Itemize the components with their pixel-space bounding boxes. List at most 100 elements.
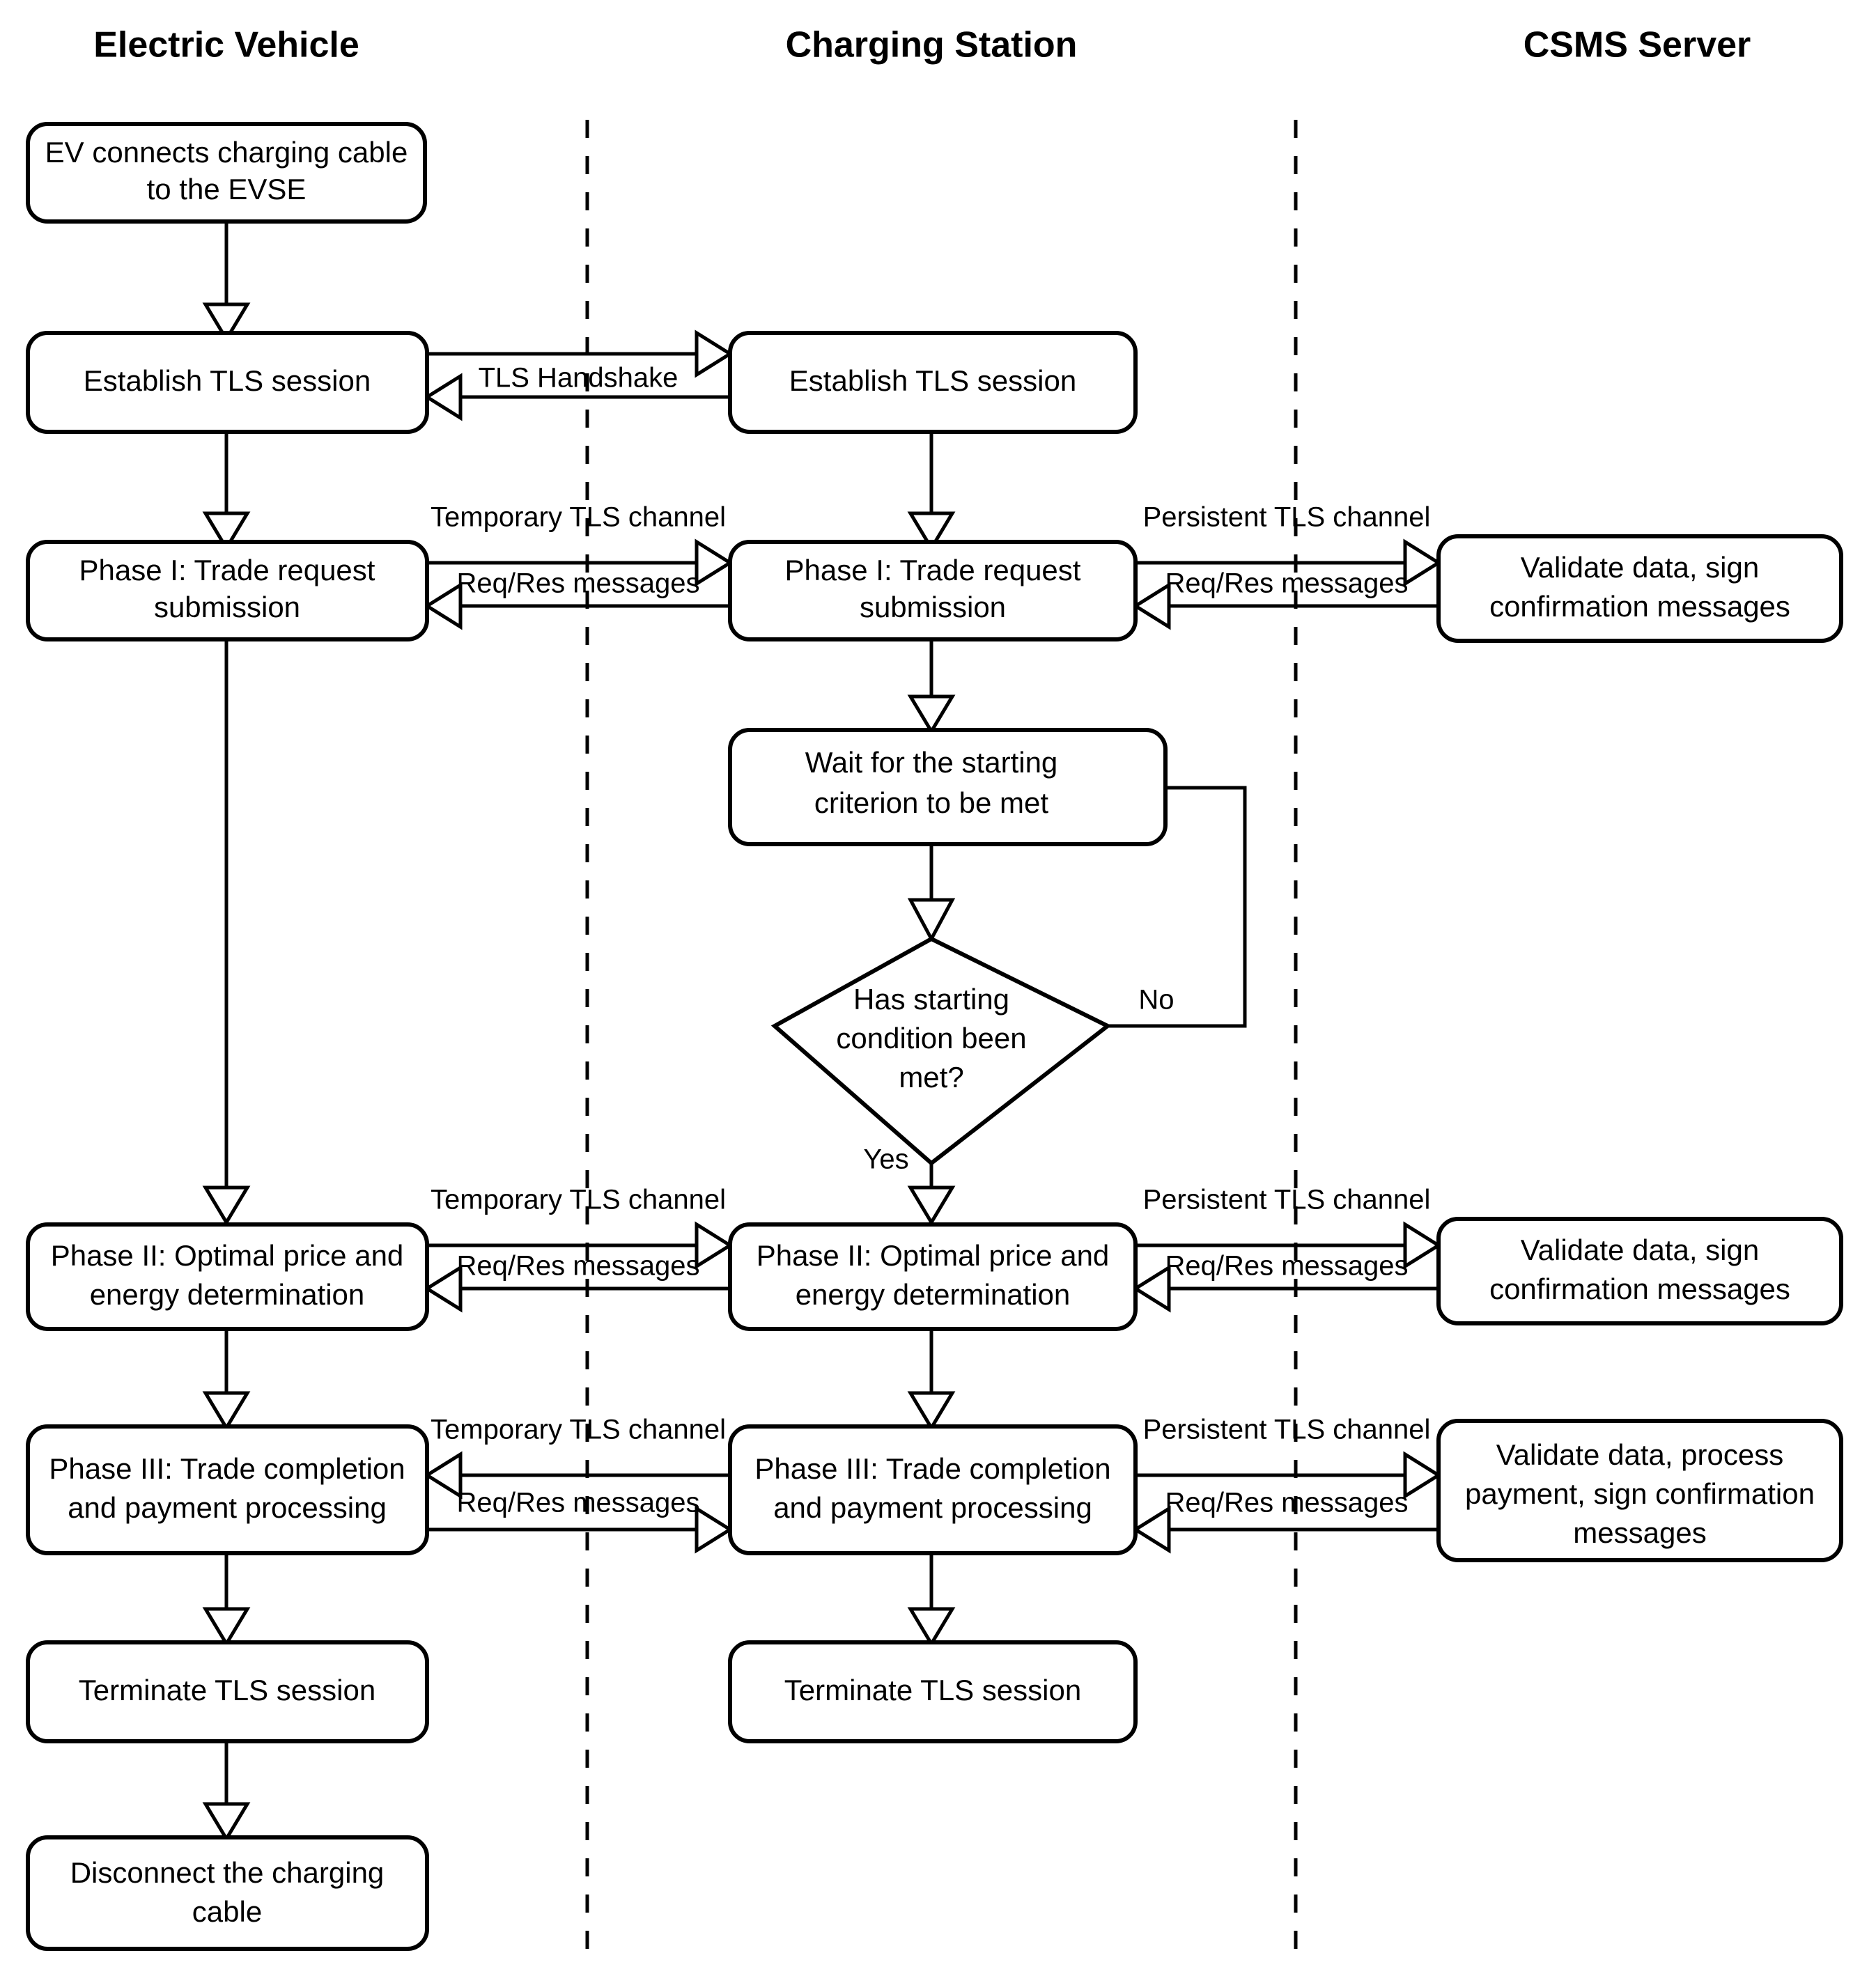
node-shape (728, 1222, 1138, 1331)
lane-title-csms-server: CSMS Server (1524, 25, 1751, 65)
arrowhead-cs-phase3-to-ev-phase3 (424, 1451, 463, 1500)
arrowhead-ev-phase1-to-ev-phase2 (202, 1185, 251, 1226)
edge-label-temporary-tls-channel-p2: Temporary TLS channel (431, 1185, 726, 1215)
node-label-line2: submission (860, 591, 1006, 623)
edge-label-req-res-messages-p3-right: Req/Res messages (1165, 1488, 1408, 1518)
node-ev-disconnect-cable[interactable]: Disconnect the charging cable (26, 1835, 429, 1951)
node-ev-connects-cable[interactable]: EV connects charging cable to the EVSE (26, 122, 427, 224)
node-cs-terminate-tls[interactable]: Terminate TLS session (728, 1640, 1138, 1743)
arrowhead-cs-phase1-to-ev-phase1 (424, 582, 463, 630)
node-shape (1436, 534, 1843, 643)
arrowhead-cs-phase3-to-csms-validate3 (1403, 1451, 1442, 1500)
arrowhead-ev-phase3-to-cs-phase3 (695, 1505, 734, 1554)
node-ev-phase1-trade-request[interactable]: Phase I: Trade request submission (26, 540, 429, 641)
edge-label-persistent-tls-channel-p3: Persistent TLS channel (1143, 1415, 1431, 1445)
arrowhead-ev-terminate-to-ev-disconnect (202, 1802, 251, 1842)
arrowhead-ev-phase2-to-ev-phase3 (202, 1391, 251, 1431)
arrowhead-cs-tls-to-cs-phase1 (907, 511, 956, 552)
node-shape (26, 1222, 429, 1331)
node-csms-validate-payment-p3[interactable]: Validate data, process payment, sign con… (1436, 1419, 1843, 1562)
node-label-line1: Terminate TLS session (784, 1674, 1081, 1706)
arrowhead-ev-connect-to-ev-tls (202, 302, 251, 343)
node-label-line2: energy determination (90, 1278, 365, 1311)
node-label-line1: Phase III: Trade completion (754, 1452, 1110, 1485)
edge-label-persistent-tls-channel-p1: Persistent TLS channel (1143, 502, 1431, 533)
node-label-line2: and payment processing (68, 1491, 387, 1524)
node-shape (728, 1640, 1138, 1743)
arrowhead-ev-phase1-to-cs-phase1 (695, 538, 734, 587)
node-label-line1: Establish TLS session (84, 364, 371, 397)
node-ev-phase3-trade-completion[interactable]: Phase III: Trade completion and payment … (26, 1424, 429, 1555)
node-cs-decision-starting-condition[interactable]: Has starting condition been met? (770, 936, 1112, 1166)
edge-label-req-res-messages-p1-left: Req/Res messages (456, 568, 699, 599)
node-ev-establish-tls[interactable]: Establish TLS session (26, 331, 429, 434)
node-shape (26, 1835, 429, 1951)
node-label-line2: and payment processing (773, 1491, 1092, 1524)
node-shape (26, 1640, 429, 1743)
node-label-line1: Phase II: Optimal price and (757, 1239, 1110, 1272)
arrowhead-cs-wait-to-cs-decision (907, 898, 956, 943)
arrowhead-ev-tls-to-ev-phase1 (202, 511, 251, 552)
node-cs-establish-tls[interactable]: Establish TLS session (728, 331, 1138, 434)
arrowhead-cs-phase2-to-csms-validate2 (1403, 1221, 1442, 1270)
node-label-line2: condition been (836, 1022, 1026, 1055)
node-label-line2: submission (154, 591, 300, 623)
node-label-line2: cable (192, 1895, 262, 1928)
node-csms-validate-sign-p2[interactable]: Validate data, sign confirmation message… (1436, 1217, 1843, 1325)
node-label-line2: payment, sign confirmation (1465, 1477, 1815, 1510)
node-csms-validate-sign-p1[interactable]: Validate data, sign confirmation message… (1436, 534, 1843, 643)
edge-cs-decision-no-loopback (1108, 786, 1247, 1028)
arrowhead-csms-validate2-to-cs-phase2 (1132, 1264, 1171, 1313)
arrowhead-cs-phase2-to-cs-phase3 (907, 1391, 956, 1431)
node-label-line1: Validate data, sign (1521, 1234, 1759, 1266)
edge-label-no: No (1138, 985, 1174, 1016)
arrowhead-csms-validate3-to-cs-phase3 (1132, 1505, 1171, 1554)
node-cs-phase2-optimal-price[interactable]: Phase II: Optimal price and energy deter… (728, 1222, 1138, 1331)
node-label-line2: confirmation messages (1489, 1273, 1790, 1305)
node-cs-phase1-trade-request[interactable]: Phase I: Trade request submission (728, 540, 1138, 641)
arrowhead-cs-decision-yes-to-cs-phase2 (907, 1185, 956, 1226)
node-cs-phase3-trade-completion[interactable]: Phase III: Trade completion and payment … (728, 1424, 1138, 1555)
node-shape (26, 331, 429, 434)
edge-label-req-res-messages-p3-left: Req/Res messages (456, 1488, 699, 1518)
edge-label-yes: Yes (863, 1144, 908, 1175)
node-label-line1: Disconnect the charging (70, 1856, 385, 1889)
arrowhead-ev-phase3-to-ev-terminate (202, 1607, 251, 1647)
node-label-line1: Phase II: Optimal price and (51, 1239, 404, 1272)
node-label-line2: energy determination (796, 1278, 1071, 1311)
edge-label-temporary-tls-channel-p3: Temporary TLS channel (431, 1415, 726, 1445)
node-label-line1: Has starting (853, 983, 1009, 1016)
node-ev-phase2-optimal-price[interactable]: Phase II: Optimal price and energy deter… (26, 1222, 429, 1331)
node-shape (26, 122, 427, 224)
edge-label-tls-handshake: TLS Handshake (479, 363, 679, 394)
node-label-line1: Phase I: Trade request (785, 554, 1081, 586)
lane-title-charging-station: Charging Station (786, 25, 1078, 65)
node-label-line1: EV connects charging cable (45, 136, 408, 169)
node-label-line1: Establish TLS session (789, 364, 1076, 397)
node-label-line2: confirmation messages (1489, 590, 1790, 623)
node-label-line1: Phase I: Trade request (79, 554, 375, 586)
node-shape (728, 728, 1168, 846)
node-cs-wait-starting-criterion[interactable]: Wait for the starting criterion to be me… (728, 728, 1168, 846)
arrowhead-ev-tls-to-cs-tls (695, 329, 734, 378)
arrowhead-cs-phase2-to-ev-phase2 (424, 1264, 463, 1313)
node-label-line1: Terminate TLS session (79, 1674, 375, 1706)
node-shape (728, 331, 1138, 434)
node-shape (728, 1424, 1138, 1555)
node-shape (770, 936, 1112, 1166)
edge-label-temporary-tls-channel-p1: Temporary TLS channel (431, 502, 726, 533)
node-label-line2: criterion to be met (814, 786, 1048, 819)
node-label-line1: Wait for the starting (805, 746, 1058, 779)
edge-label-req-res-messages-p2-left: Req/Res messages (456, 1251, 699, 1282)
node-ev-terminate-tls[interactable]: Terminate TLS session (26, 1640, 429, 1743)
node-label-line3: met? (899, 1061, 963, 1094)
node-shape (26, 1424, 429, 1555)
arrowhead-csms-validate1-to-cs-phase1 (1132, 582, 1171, 630)
arrowhead-ev-phase2-to-cs-phase2 (695, 1221, 734, 1270)
lane-title-electric-vehicle: Electric Vehicle (93, 25, 359, 65)
node-label-line1: Validate data, sign (1521, 551, 1759, 584)
edge-label-req-res-messages-p2-right: Req/Res messages (1165, 1251, 1408, 1282)
arrowhead-cs-tls-to-ev-tls (424, 373, 463, 421)
